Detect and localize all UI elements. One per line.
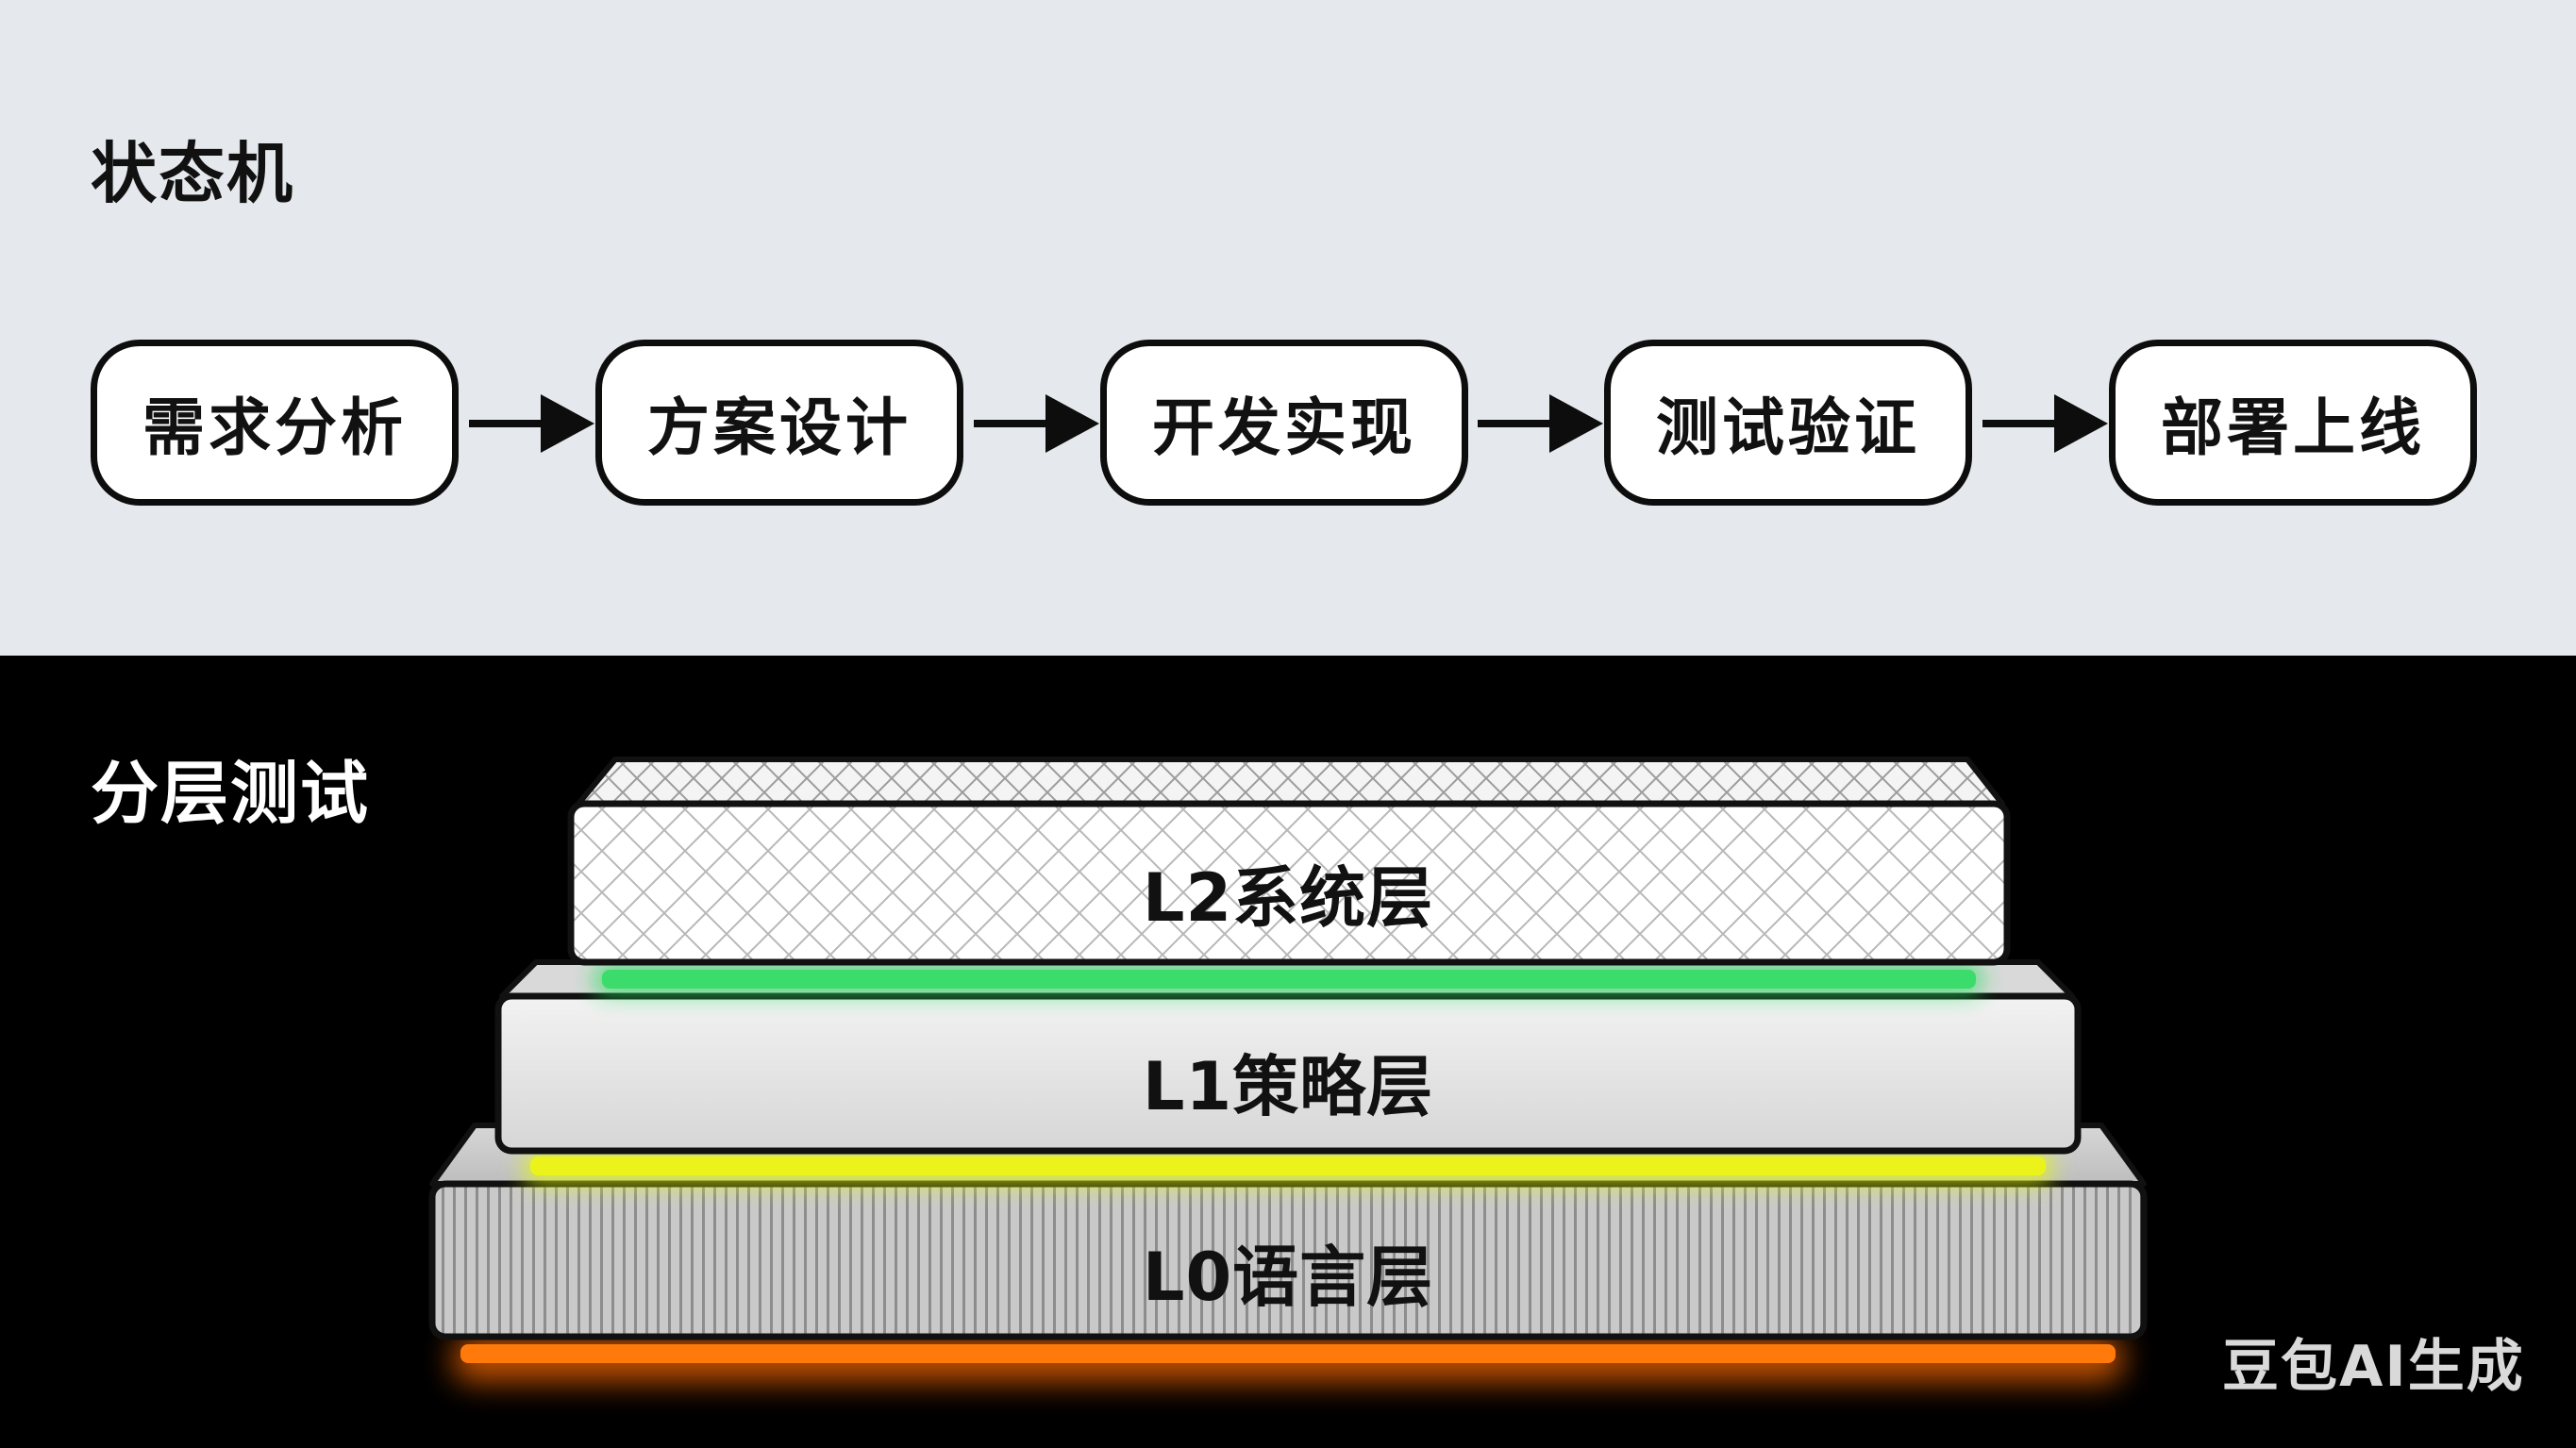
layer-l1-glow-bar xyxy=(530,1157,2046,1175)
layer-l2-top-face xyxy=(578,759,2002,804)
layer-l2-glow-bar xyxy=(602,970,1976,989)
layer-l0-glow-bar xyxy=(460,1344,2116,1363)
layer-l2-label: L2系统层 xyxy=(1143,845,1433,940)
layer-l1-label: L1策略层 xyxy=(1143,1034,1433,1129)
layer-l0-label: L0语言层 xyxy=(1143,1224,1433,1320)
watermark-text: 豆包AI生成 xyxy=(2222,1321,2525,1403)
